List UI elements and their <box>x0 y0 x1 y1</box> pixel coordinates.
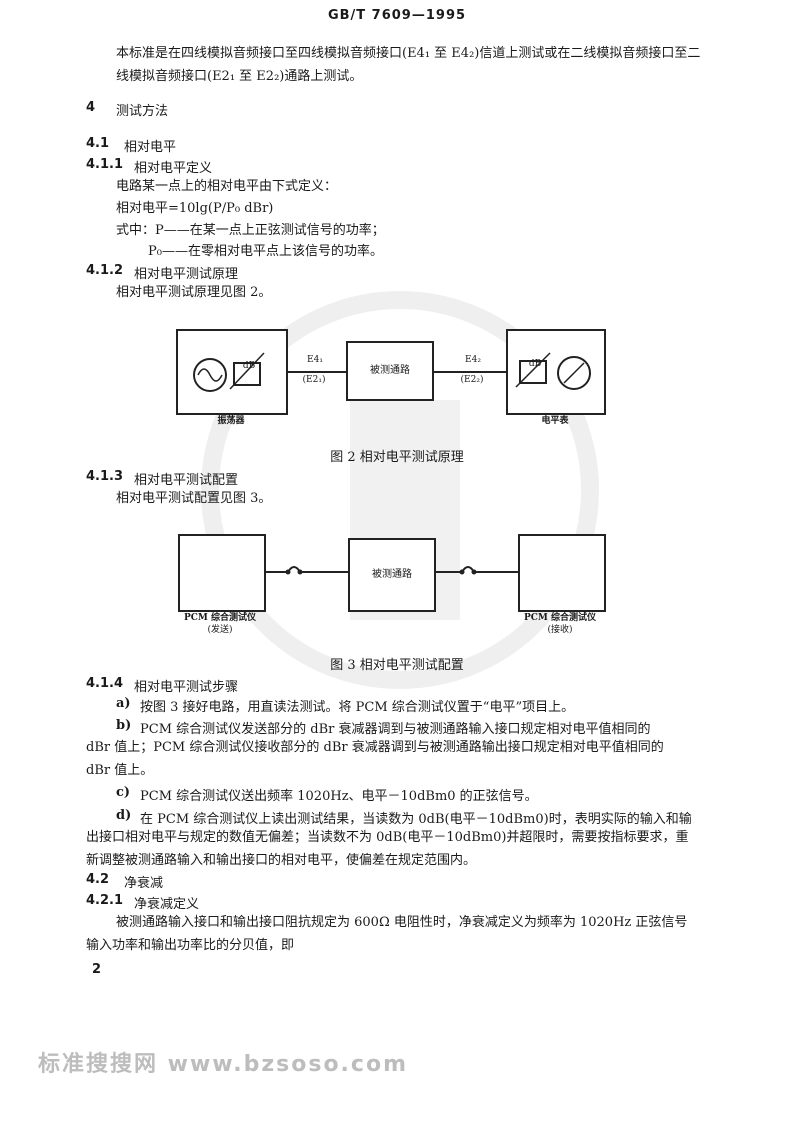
step-d-text-3: 新调整被测通路输入和输出接口的相对电平，使偏差在规定范围内。 <box>86 853 477 868</box>
level-meter-box <box>506 329 606 415</box>
section-4-1-1-title: 相对电平定义 <box>134 161 213 176</box>
section-4-1-4-title: 相对电平测试步骤 <box>134 680 239 695</box>
step-b-text-1: PCM 综合测试仪发送部分的 dBr 衰减器调到与被测通路输入接口规定相对电平值… <box>140 722 651 737</box>
pcm-tester-receive-sub: (接收) <box>547 625 573 635</box>
figure-2-diagram: dB 振荡器 E4₁ (E2₁) 被测通路 E4₂ (E2₂) dB 电平表 <box>176 325 606 426</box>
formula-where-p0: P₀——在零相对电平点上该信号的功率。 <box>148 244 383 259</box>
step-b-text-3: dBr 值上。 <box>86 763 154 778</box>
section-4-1-3-title: 相对电平测试配置 <box>134 473 239 488</box>
step-a-key: a) <box>116 696 131 711</box>
section-4-2-title: 净衰减 <box>124 876 164 891</box>
intro-paragraph: 本标准是在四线模拟音频接口至四线模拟音频接口(E4₁ 至 E4₂)信道上测试或在… <box>116 46 701 84</box>
level-meter-label: 电平表 <box>541 416 569 426</box>
oscillator-db-label: dB <box>242 361 256 371</box>
net-loss-definition-2: 输入功率和输出功率比的分贝值，即 <box>86 938 295 953</box>
step-c-key: c) <box>116 785 131 800</box>
figure-2-reference: 相对电平测试原理见图 2。 <box>116 285 272 300</box>
site-footer-watermark: 标准搜搜网 www.bzsoso.com <box>38 1052 408 1077</box>
pcm-tester-transmit-box <box>178 534 266 612</box>
step-c-text: PCM 综合测试仪送出频率 1020Hz、电平－10dBm0 的正弦信号。 <box>140 789 538 804</box>
figure-3-caption: 图 3 相对电平测试配置 <box>330 658 464 673</box>
channel-under-test-label: 被测通路 <box>370 365 410 376</box>
pcm-tester-transmit-label: PCM 综合测试仪 <box>183 613 257 623</box>
channel-under-test-box-2: 被测通路 <box>348 538 436 612</box>
figure-3-wires <box>262 566 518 575</box>
pcm-tester-receive-label: PCM 综合测试仪 <box>523 613 597 623</box>
section-4-1-2-number: 4.1.2 <box>86 263 124 278</box>
pcm-tester-receive-box <box>518 534 606 612</box>
section-4-1-2-title: 相对电平测试原理 <box>134 267 239 282</box>
net-loss-definition-1: 被测通路输入接口和输出接口阻抗规定为 600Ω 电阻性时，净衰减定义为频率为 1… <box>116 915 688 930</box>
definition-line: 电路某一点上的相对电平由下式定义： <box>116 179 338 194</box>
e2-2-label: (E2₂) <box>460 375 484 385</box>
step-a-text: 按图 3 接好电路，用直读法测试。将 PCM 综合测试仪置于“电平”项目上。 <box>140 700 575 715</box>
oscillator-box <box>176 329 288 415</box>
section-4-number: 4 <box>86 100 96 115</box>
page-number: 2 <box>92 962 102 977</box>
pcm-tester-transmit-sub: (发送) <box>207 625 233 635</box>
e4-1-label: E4₁ <box>307 355 323 365</box>
figure-2-caption: 图 2 相对电平测试原理 <box>330 450 464 465</box>
section-4-2-number: 4.2 <box>86 872 110 887</box>
section-4-title: 测试方法 <box>116 104 169 119</box>
figure-3-diagram: PCM 综合测试仪 (发送) 被测通路 PCM 综合测试仪 (接收) <box>176 530 606 640</box>
formula-where-p: 式中：P——在某一点上正弦测试信号的功率； <box>116 223 385 238</box>
e4-2-label: E4₂ <box>465 355 481 365</box>
figure-3-reference: 相对电平测试配置见图 3。 <box>116 491 272 506</box>
channel-under-test-label-2: 被测通路 <box>372 569 412 580</box>
step-d-text-2: 出接口相对电平与规定的数值无偏差；当读数不为 0dB(电平－10dBm0)并超限… <box>86 830 689 845</box>
step-b-key: b) <box>116 718 132 733</box>
level-meter-icon <box>515 352 591 390</box>
meter-db-label: dB <box>528 359 542 369</box>
oscillator-label: 振荡器 <box>217 416 245 426</box>
step-b-text-2: dBr 值上；PCM 综合测试仪接收部分的 dBr 衰减器调到与被测通路输出接口… <box>86 740 664 755</box>
section-4-1-4-number: 4.1.4 <box>86 676 124 691</box>
document-code-header: GB/T 7609—1995 <box>327 8 467 23</box>
section-4-2-1-title: 净衰减定义 <box>134 897 200 912</box>
step-d-key: d) <box>116 808 132 823</box>
relative-level-formula: 相对电平=10lg(P/P₀ dBr) <box>116 201 274 216</box>
e2-1-label: (E2₁) <box>302 375 326 385</box>
figure-2-wires <box>288 371 508 373</box>
section-4-1-number: 4.1 <box>86 136 110 151</box>
section-4-1-1-number: 4.1.1 <box>86 157 124 172</box>
channel-under-test-box: 被测通路 <box>346 341 434 401</box>
step-d-text-1: 在 PCM 综合测试仪上读出测试结果，当读数为 0dB(电平－10dBm0)时，… <box>140 812 692 827</box>
section-4-1-title: 相对电平 <box>124 140 177 155</box>
sine-source-icon <box>193 352 265 392</box>
section-4-2-1-number: 4.2.1 <box>86 893 124 908</box>
section-4-1-3-number: 4.1.3 <box>86 469 124 484</box>
